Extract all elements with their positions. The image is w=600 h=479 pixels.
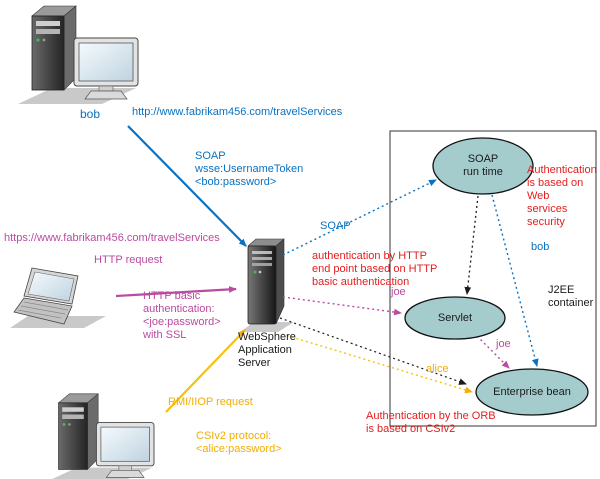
alice-computer-icon [45,393,155,479]
soap-runtime-to-servlet-flow [464,195,479,295]
server-to-soap-runtime-flow [282,179,437,256]
servlet-node [404,296,506,340]
joe-laptop-icon [10,267,106,328]
j2ee-container-box [389,130,597,427]
joe-http-arrow [115,286,237,298]
bob-computer-icon [17,5,139,105]
bob-soap-arrow [127,125,247,247]
soap-runtime-node [432,137,534,195]
alice-rmi-arrow [165,329,246,413]
websphere-server-icon [240,238,294,332]
server-to-servlet-flow [282,296,402,316]
soap-runtime-to-bean-flow [491,194,539,367]
server-to-bean-alice-flow [281,333,473,394]
servlet-to-bean-flow [476,335,510,369]
enterprise-bean-node [475,368,589,416]
